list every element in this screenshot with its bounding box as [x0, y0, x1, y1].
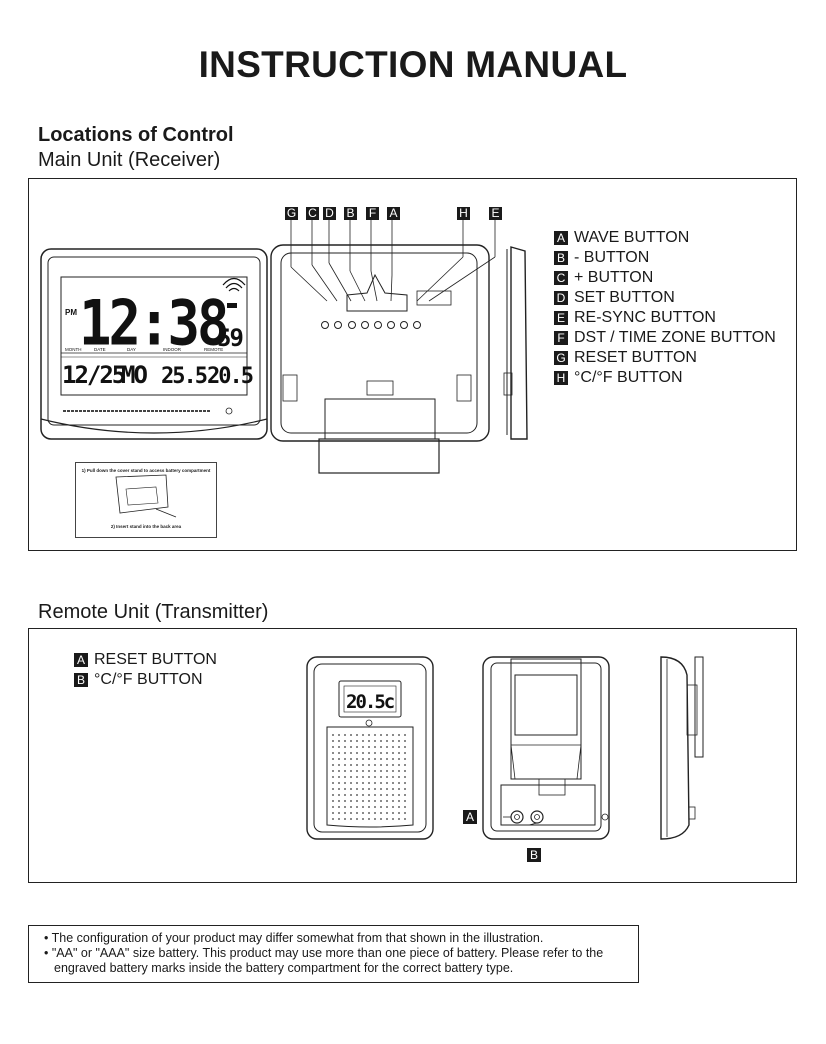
legend-item-c: C + BUTTON [554, 268, 776, 288]
legend-key: G [554, 351, 568, 365]
callout-a: A [387, 207, 400, 220]
stand-illustration [115, 474, 177, 518]
callout-h: H [457, 207, 470, 220]
legend-label: °C/°F BUTTON [574, 369, 683, 386]
note-item: • The configuration of your product may … [44, 931, 544, 945]
legend-label: DST / TIME ZONE BUTTON [574, 329, 776, 346]
legend-key: E [554, 311, 568, 325]
row-label-date: DATE [94, 347, 106, 352]
legend-key: H [554, 371, 568, 385]
transmitter-side-illustration [660, 656, 704, 840]
main-unit-legend: A WAVE BUTTON B - BUTTON C + BUTTON D SET BU… [554, 228, 776, 388]
legend-key: F [554, 331, 568, 345]
clock-seconds: 59 [217, 324, 242, 352]
row-label-indoor: INDOOR [163, 347, 182, 352]
legend-item-a: A WAVE BUTTON [554, 228, 776, 248]
legend-label: - BUTTON [574, 249, 650, 266]
receiver-front-illustration: PM 12:38 59 MONTH DATE DAY INDOOR REMOTE… [40, 248, 268, 440]
legend-item-b: B °C/°F BUTTON [74, 670, 217, 690]
notes-list: • The configuration of your product may … [36, 931, 636, 976]
stand-note-line2: 2) Insert stand into the back area [110, 524, 182, 529]
legend-item-d: D SET BUTTON [554, 288, 776, 308]
display-remote-temp: 20.5 [207, 364, 253, 389]
legend-label: + BUTTON [574, 269, 654, 286]
main-unit-panel: PM 12:38 59 MONTH DATE DAY INDOOR REMOTE… [28, 178, 797, 551]
legend-item-b: B - BUTTON [554, 248, 776, 268]
callout-e: E [489, 207, 502, 220]
page-title: INSTRUCTION MANUAL [198, 44, 628, 85]
display-date: 12/25 [62, 361, 125, 389]
signal-icon [222, 277, 246, 308]
callout-b: B [344, 207, 357, 220]
callout-g: G [285, 206, 298, 220]
section-heading: Locations of Control [38, 124, 234, 146]
remote-unit-panel: 20.5c A B [28, 628, 797, 883]
transmitter-back-illustration [482, 656, 610, 840]
remote-callout-b: B [527, 848, 541, 862]
remote-unit-subtitle: Remote Unit (Transmitter) [38, 601, 269, 623]
note-item: • "AA" or "AAA" size battery. This produ… [44, 946, 604, 975]
legend-item-g: G RESET BUTTON [554, 348, 776, 368]
clock-time: 12:38 [79, 287, 227, 360]
callout-f: F [366, 207, 379, 220]
legend-label: RESET BUTTON [574, 349, 697, 366]
callout-c: C [306, 207, 319, 220]
legend-key: B [74, 673, 88, 687]
legend-key: C [554, 271, 568, 285]
row-label-day: DAY [127, 347, 136, 352]
remote-callout-a: A [463, 810, 477, 824]
legend-item-a: A RESET BUTTON [74, 650, 217, 670]
legend-label: SET BUTTON [574, 289, 675, 306]
notes-box [28, 925, 639, 983]
receiver-side-illustration [503, 246, 528, 440]
main-unit-subtitle: Main Unit (Receiver) [38, 149, 221, 171]
receiver-back-illustration [270, 217, 496, 474]
legend-key: A [554, 231, 568, 245]
remote-unit-legend: A RESET BUTTON B °C/°F BUTTON [74, 650, 217, 690]
legend-item-e: E RE-SYNC BUTTON [554, 308, 776, 328]
stand-note-line1: 1) Pull down the cover stand to access b… [81, 468, 211, 473]
row-label-remote: REMOTE [204, 347, 223, 352]
legend-item-f: F DST / TIME ZONE BUTTON [554, 328, 776, 348]
legend-label: °C/°F BUTTON [94, 671, 203, 688]
transmitter-front-illustration: 20.5c [306, 656, 434, 840]
display-indoor-temp: 25.5 [161, 364, 207, 389]
stand-instruction-inset: 1) Pull down the cover stand to access b… [75, 462, 217, 538]
legend-label: RE-SYNC BUTTON [574, 309, 716, 326]
pm-indicator: PM [65, 308, 77, 317]
legend-key: B [554, 251, 568, 265]
transmitter-display-value: 20.5c [346, 691, 394, 713]
row-label-month: MONTH [65, 347, 82, 352]
legend-label: WAVE BUTTON [574, 229, 690, 246]
display-day: MO [121, 361, 147, 389]
callout-d: D [323, 207, 336, 220]
legend-key: D [554, 291, 568, 305]
legend-item-h: H °C/°F BUTTON [554, 368, 776, 388]
legend-label: RESET BUTTON [94, 651, 217, 668]
legend-key: A [74, 653, 88, 667]
